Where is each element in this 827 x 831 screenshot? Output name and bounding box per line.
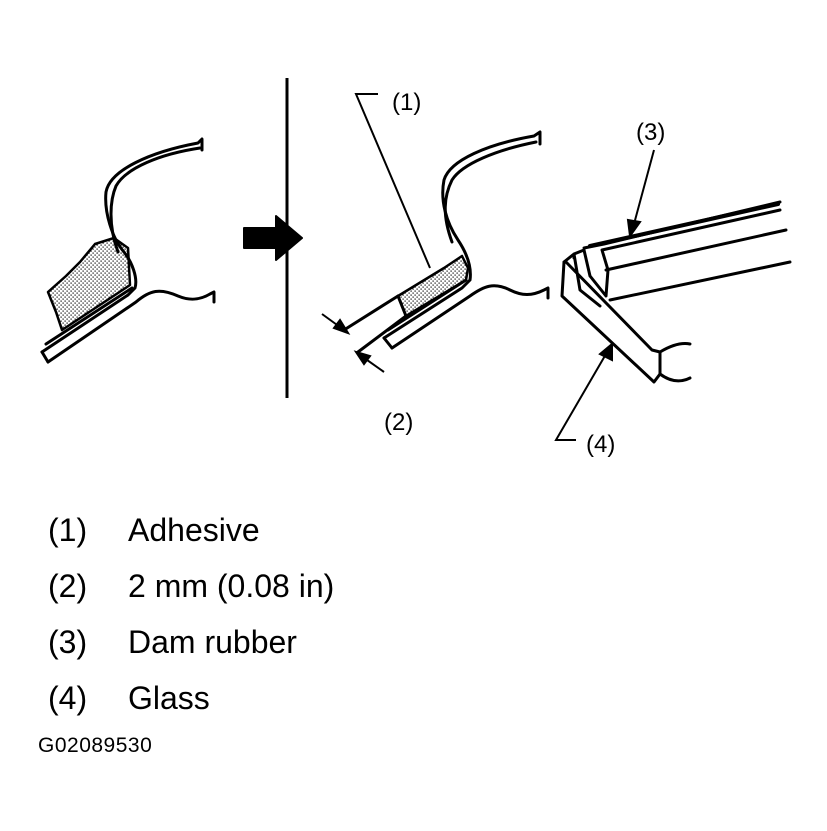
left-flange-edge <box>40 286 134 364</box>
glass-plate <box>560 248 662 384</box>
callout-label-1: (1) <box>392 89 421 116</box>
callout-1-leader <box>354 93 431 269</box>
glass-far-edge <box>608 260 792 302</box>
legend-item-glass: (4) Glass <box>48 670 768 726</box>
legend-number: (2) <box>48 568 88 604</box>
middle-panel-inner <box>390 284 550 350</box>
legend-label: Glass <box>128 680 210 716</box>
figure-code: G02089530 <box>38 734 153 757</box>
dimension-2mm <box>321 313 385 373</box>
left-panel-outer <box>40 137 204 354</box>
trim-line-upper <box>342 294 400 332</box>
trim-line-lower <box>356 314 408 354</box>
legend-number: (1) <box>48 512 88 548</box>
dam-rubber-top-edge <box>588 202 780 248</box>
direction-arrow-icon <box>243 215 303 261</box>
callout-3-leader <box>626 149 655 239</box>
callout-label-3: (3) <box>636 119 665 146</box>
glass-broken-edge <box>658 342 692 383</box>
callout-label-4: (4) <box>586 431 615 458</box>
legend-label: Dam rubber <box>128 624 297 660</box>
dimension-arrowhead-bottom <box>353 350 372 366</box>
middle-panel-outer <box>382 130 542 340</box>
left-panel-section <box>40 137 216 364</box>
left-panel-inner <box>46 289 216 364</box>
legend: (1) Adhesive (2) 2 mm (0.08 in) (3) Dam … <box>48 502 768 726</box>
installation-diagram: (1) (2) (3) (4) <box>40 78 792 458</box>
legend-item-thickness: (2) 2 mm (0.08 in) <box>48 558 768 614</box>
dam-rubber-strip <box>582 200 788 298</box>
legend-label: 2 mm (0.08 in) <box>128 568 335 604</box>
left-adhesive-bead <box>46 236 132 332</box>
legend-number: (3) <box>48 624 88 660</box>
middle-flange-edge <box>382 278 468 350</box>
middle-panel-section <box>342 130 550 354</box>
legend-item-adhesive: (1) Adhesive <box>48 502 768 558</box>
legend-item-dam-rubber: (3) Dam rubber <box>48 614 768 670</box>
callout-label-2: (2) <box>384 409 413 436</box>
callout-4-leader <box>554 341 613 441</box>
middle-panel-fold <box>443 140 538 244</box>
legend-label: Adhesive <box>128 512 260 548</box>
legend-number: (4) <box>48 680 88 716</box>
trim-end-cap <box>396 294 408 318</box>
dimension-arrowhead-top <box>332 318 351 335</box>
glass-and-dam-section <box>560 200 792 384</box>
left-panel-fold <box>109 146 202 254</box>
